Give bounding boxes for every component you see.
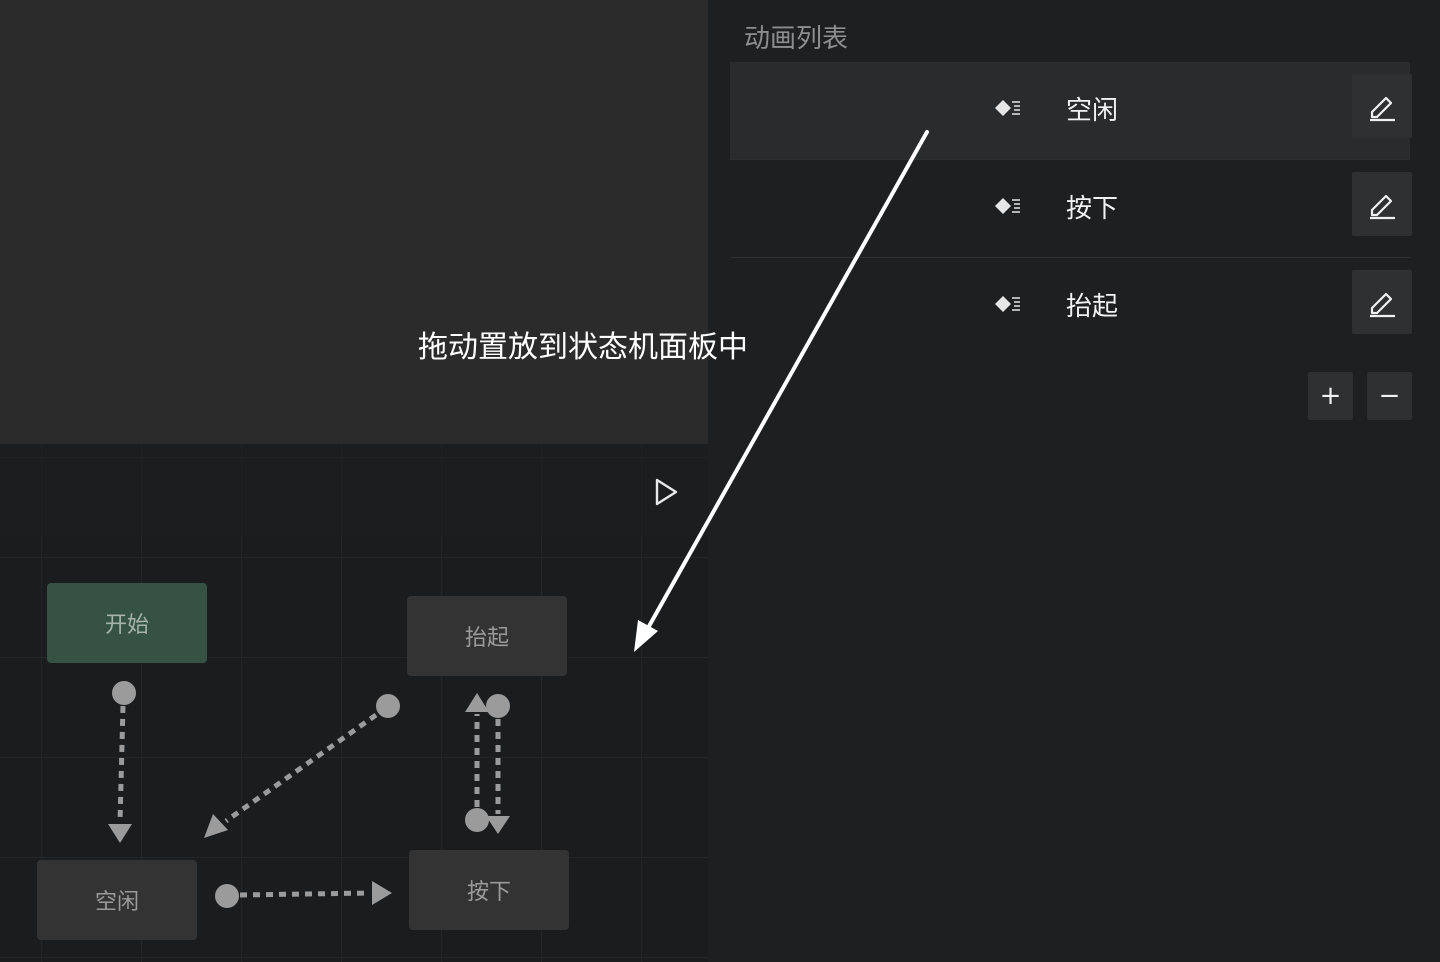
state-node-start[interactable]: 开始 — [47, 583, 207, 663]
row-divider — [730, 159, 1410, 160]
animation-item-release[interactable]: 抬起 — [730, 258, 1412, 356]
play-button[interactable] — [648, 474, 684, 510]
state-node-label: 按下 — [466, 880, 511, 905]
pencil-icon — [1370, 292, 1395, 318]
state-node-release[interactable]: 抬起 — [407, 596, 567, 676]
transition-press-release[interactable] — [465, 693, 489, 832]
drag-hint-text: 拖动置放到状态机面板中 — [418, 330, 748, 365]
animation-name: 按下 — [1066, 194, 1119, 224]
animation-name: 抬起 — [1066, 292, 1119, 322]
animation-clip-icon — [995, 296, 1020, 312]
state-node-press[interactable]: 按下 — [409, 850, 569, 930]
animation-name: 空闲 — [1066, 96, 1119, 126]
animation-list-panel: 动画列表 空闲 按下 — [708, 0, 1440, 962]
state-node-label: 开始 — [104, 613, 149, 638]
animation-item-press[interactable]: 按下 — [730, 160, 1412, 258]
state-node-idle[interactable]: 空闲 — [37, 860, 197, 940]
row-divider — [730, 257, 1410, 258]
state-node-label: 空闲 — [94, 890, 139, 915]
panel-title: 动画列表 — [744, 24, 849, 54]
animation-clip-icon — [995, 198, 1020, 214]
state-node-label: 抬起 — [464, 626, 509, 651]
state-machine-toolbar — [0, 444, 708, 536]
remove-animation-button[interactable]: − — [1367, 372, 1412, 420]
animation-clip-icon — [995, 100, 1020, 116]
state-machine-panel[interactable]: 开始 抬起 空闲 按下 — [0, 444, 708, 962]
preview-viewport[interactable] — [0, 0, 708, 444]
animation-item-idle[interactable]: 空闲 — [730, 62, 1412, 160]
transition-idle-press[interactable] — [215, 881, 392, 908]
pencil-icon — [1370, 194, 1395, 220]
transition-start-idle[interactable] — [108, 681, 136, 843]
transition-release-idle[interactable] — [204, 694, 400, 838]
edit-animation-button[interactable] — [1352, 74, 1412, 138]
edit-animation-button[interactable] — [1352, 270, 1412, 334]
pencil-icon — [1370, 96, 1395, 122]
play-icon — [655, 478, 678, 506]
transition-release-press[interactable] — [486, 694, 510, 834]
edit-animation-button[interactable] — [1352, 172, 1412, 236]
add-animation-button[interactable]: + — [1308, 372, 1353, 420]
